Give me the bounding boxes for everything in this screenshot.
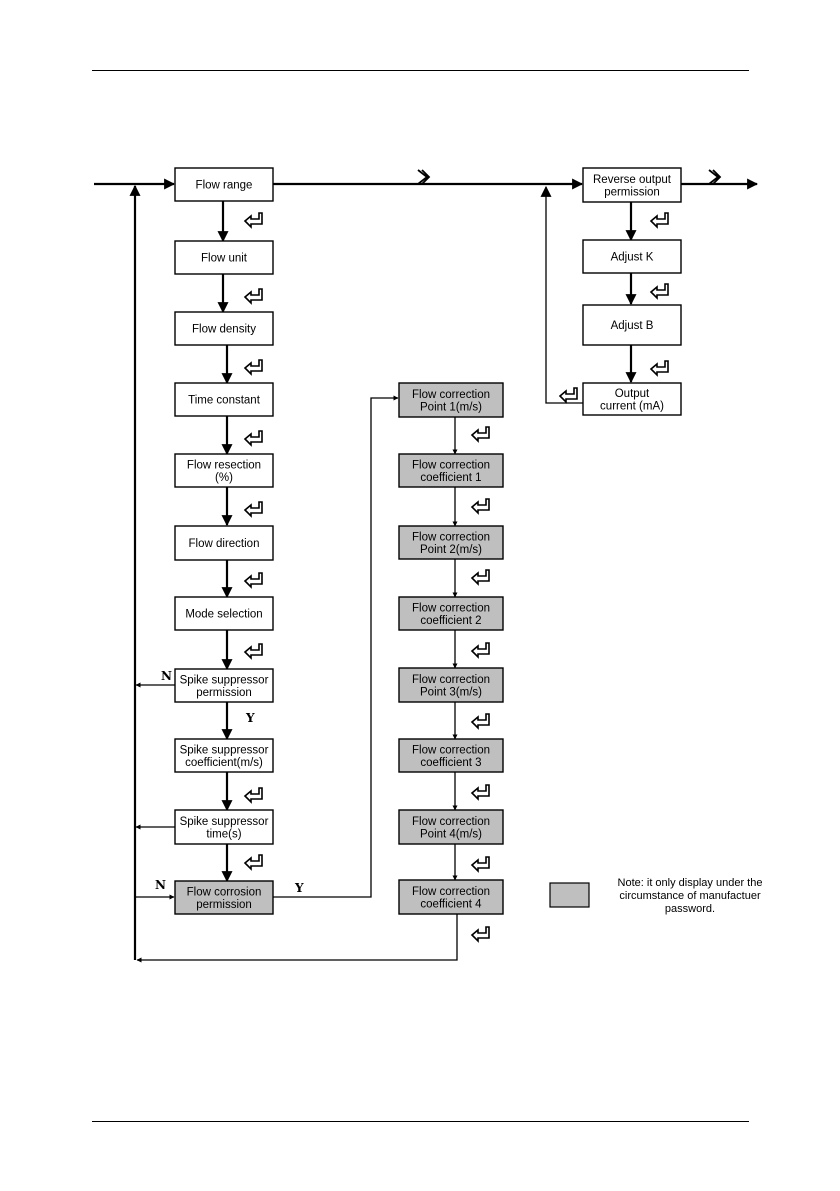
enter-key-icon: [558, 387, 578, 404]
menu-box-label: Adjust B: [611, 320, 654, 332]
menu-box-label: Adjust K: [611, 252, 654, 264]
enter-key-icon: [243, 572, 263, 589]
menu-box-label: Flow range: [196, 180, 253, 192]
menu-box-label: Flow correction: [412, 602, 490, 614]
legend-note: Note: it only display under the circumst…: [617, 877, 763, 915]
enter-key-icon: [470, 856, 490, 873]
enter-key-icon: [470, 784, 490, 801]
enter-key-icon: [243, 430, 263, 447]
menu-box-label: permission: [196, 899, 252, 911]
menu-box-adjust-b: Adjust B: [582, 304, 682, 346]
branch-label-no: N: [155, 878, 166, 892]
menu-box-label: Output: [615, 388, 650, 400]
menu-box-flow-unit: Flow unit: [174, 240, 274, 275]
menu-box-label: coefficient 1: [420, 472, 481, 484]
menu-box-label: Point 1(m/s): [420, 401, 482, 413]
menu-box-label: Flow direction: [189, 538, 260, 550]
menu-box-adjust-k: Adjust K: [582, 239, 682, 274]
branch-label-no: N: [161, 669, 172, 683]
menu-box-label: Spike suppressor: [180, 816, 269, 828]
branch-label-yes: Y: [294, 881, 304, 895]
header-rule: [92, 70, 749, 71]
menu-box-label: Flow resection: [187, 459, 261, 471]
menu-box-flow-resection: Flow resection(%): [174, 453, 274, 488]
menu-box-mode-selection: Mode selection: [174, 596, 274, 631]
menu-box-label: time(s): [206, 828, 241, 840]
menu-box-label: Flow correction: [412, 744, 490, 756]
menu-box-label: Time constant: [188, 395, 261, 407]
enter-key-icon: [243, 643, 263, 660]
menu-box-label: current (mA): [600, 400, 664, 412]
menu-box-label: Flow correction: [412, 816, 490, 828]
footer-rule: [92, 1121, 749, 1122]
menu-box-time-constant: Time constant: [174, 382, 274, 417]
menu-box-label: Flow correction: [412, 531, 490, 543]
enter-key-icon: [470, 426, 490, 443]
branch-label-yes: Y: [245, 711, 255, 725]
menu-box-label: permission: [604, 186, 660, 198]
enter-key-icon: [243, 854, 263, 871]
menu-box-label: Flow corrosion: [187, 886, 262, 898]
enter-key-icon: [470, 713, 490, 730]
menu-box-flow-density: Flow density: [174, 311, 274, 346]
menu-box-label: Flow correction: [412, 674, 490, 686]
menu-box-label: Spike suppressor: [180, 744, 269, 756]
enter-key-icon: [470, 926, 490, 943]
menu-box-label: coefficient 4: [420, 898, 482, 910]
enter-key-icon: [649, 360, 669, 377]
right-key-icon: [417, 169, 431, 185]
menu-box-label: Point 3(m/s): [420, 686, 482, 698]
menu-box-label: permission: [196, 687, 252, 699]
enter-key-icon: [243, 212, 263, 229]
menu-box-label: Spike suppressor: [180, 674, 269, 686]
menu-box-label: Flow unit: [201, 253, 248, 265]
enter-key-icon: [470, 498, 490, 515]
enter-key-icon: [470, 642, 490, 659]
menu-box-label: Flow correction: [412, 459, 490, 471]
enter-key-icon: [649, 212, 669, 229]
key-icons: [243, 169, 722, 943]
menu-box-label: Point 2(m/s): [420, 544, 482, 556]
legend-swatch: [549, 882, 590, 908]
enter-key-icon: [470, 569, 490, 586]
enter-key-icon: [243, 359, 263, 376]
enter-key-icon: [649, 283, 669, 300]
menu-box-flow-range: Flow range: [174, 167, 274, 202]
menu-box-label: (%): [215, 472, 233, 484]
menu-box-label: Flow correction: [412, 886, 490, 898]
menu-box-label: Mode selection: [185, 609, 262, 621]
menu-box-label: coefficient(m/s): [185, 757, 263, 769]
connectors: [94, 178, 759, 963]
menu-box-label: Reverse output: [593, 174, 672, 186]
enter-key-icon: [243, 501, 263, 518]
enter-key-icon: [243, 288, 263, 305]
menu-box-flow-direction: Flow direction: [174, 525, 274, 561]
menu-box-label: coefficient 2: [420, 615, 481, 627]
right-key-icon: [708, 169, 722, 185]
menu-box-label: Flow density: [192, 324, 256, 336]
enter-key-icon: [243, 787, 263, 804]
menu-box-label: Point 4(m/s): [420, 828, 482, 840]
menu-box-label: coefficient 3: [420, 757, 481, 769]
menu-box-label: Flow correction: [412, 389, 490, 401]
